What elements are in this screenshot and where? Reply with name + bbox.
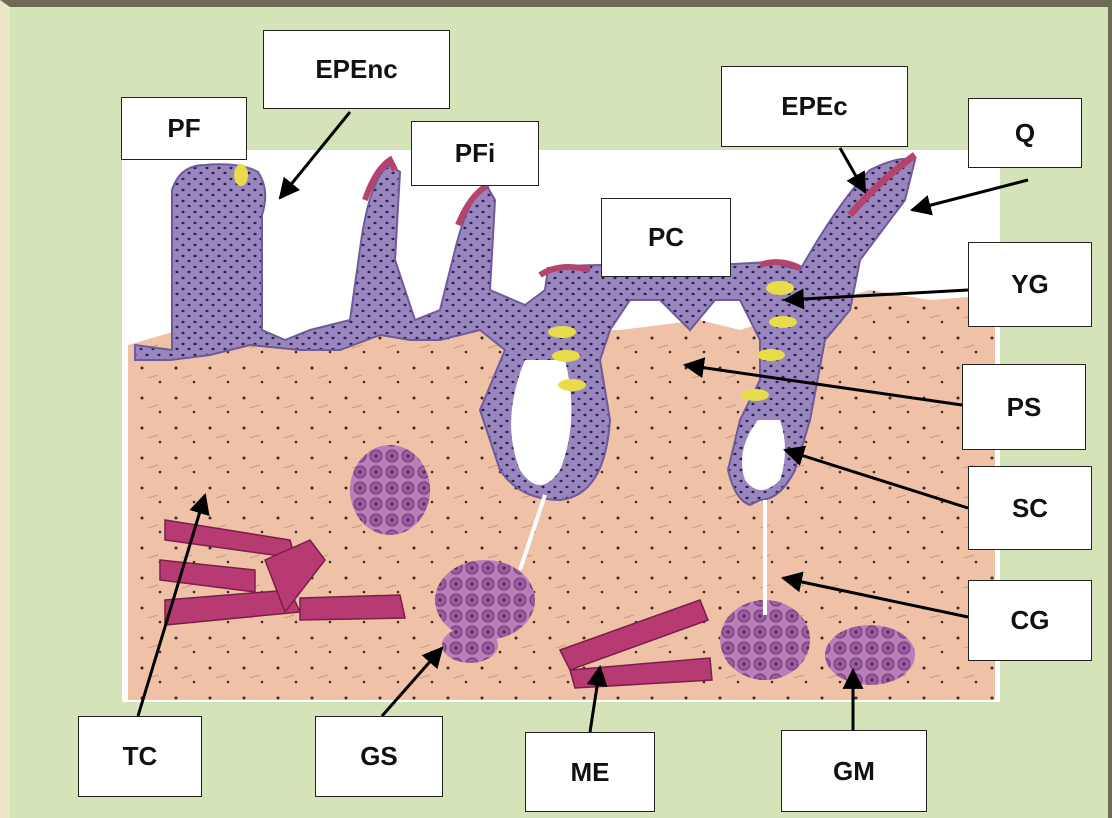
label-pf: PF <box>121 97 247 160</box>
yg-8 <box>741 389 769 401</box>
label-epenc: EPEnc <box>263 30 450 109</box>
label-tc: TC <box>78 716 202 797</box>
label-q: Q <box>968 98 1082 168</box>
gland-cluster-5 <box>825 625 915 685</box>
label-gs: GS <box>315 716 443 797</box>
gland-cluster-2 <box>435 560 535 640</box>
yg-4 <box>558 379 586 391</box>
yg-3 <box>552 350 580 362</box>
gland-cluster-3 <box>442 627 498 663</box>
yg-2 <box>548 326 576 338</box>
label-pfi: PFi <box>411 121 539 186</box>
label-yg: YG <box>968 242 1092 327</box>
label-sc: SC <box>968 466 1092 550</box>
yg-5 <box>766 281 794 295</box>
label-epec: EPEc <box>721 66 908 147</box>
label-me: ME <box>525 732 655 812</box>
yg-1 <box>234 164 248 186</box>
yg-6 <box>769 316 797 328</box>
yg-7 <box>757 349 785 361</box>
label-ps: PS <box>962 364 1086 450</box>
label-cg: CG <box>968 580 1092 661</box>
label-gm: GM <box>781 730 927 812</box>
gland-cluster-1 <box>350 445 430 535</box>
label-pc: PC <box>601 198 731 277</box>
